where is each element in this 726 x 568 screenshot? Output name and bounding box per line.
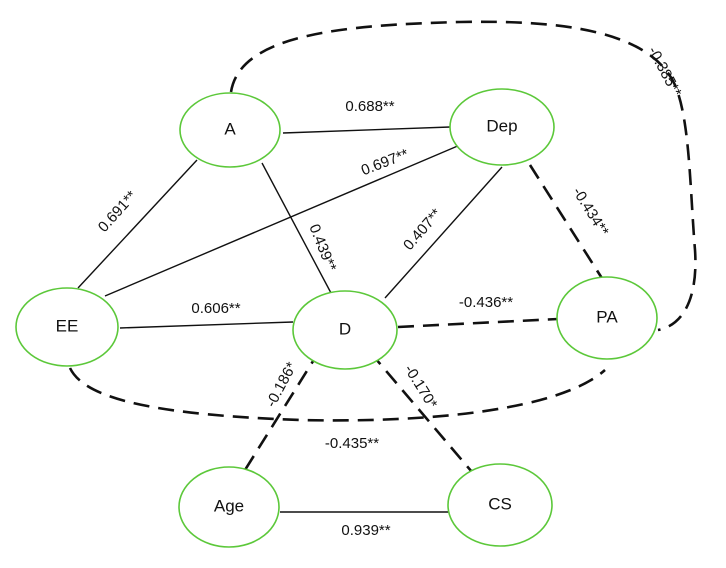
node-D: D	[292, 290, 398, 370]
edge-label-D-PA: -0.436**	[459, 294, 513, 311]
edge-label-D-CS: -0.170*	[400, 362, 440, 412]
edge-label-D-Dep: 0.407**	[400, 205, 445, 253]
node-label-D: D	[339, 319, 351, 338]
edge-D-CS	[369, 351, 473, 473]
edge-EE-PA	[68, 367, 606, 422]
edge-D-PA	[397, 317, 559, 329]
edge-label-A-PA: -0.385**	[644, 44, 685, 100]
node-A: A	[179, 92, 281, 168]
edge-label-EE-Dep: 0.697**	[359, 146, 411, 180]
node-label-A: A	[224, 119, 236, 138]
edge-EE-D	[119, 321, 294, 329]
node-label-Dep: Dep	[486, 116, 517, 135]
node-label-EE: EE	[56, 316, 79, 335]
edge-EE-A	[77, 159, 198, 289]
node-CS: CS	[447, 463, 553, 547]
node-EE: EE	[15, 287, 119, 367]
node-label-Age: Age	[214, 496, 244, 515]
edge-EE-Dep	[104, 144, 461, 297]
node-label-PA: PA	[596, 307, 618, 326]
edge-label-EE-D: 0.606**	[191, 300, 240, 317]
edge-label-A-D: 0.439**	[305, 222, 339, 274]
edge-label-A-Dep: 0.688**	[345, 98, 394, 115]
node-Dep: Dep	[449, 88, 555, 166]
edge-label-D-Age: -0.186*	[263, 359, 301, 410]
edge-label-Age-CS: 0.939**	[341, 522, 390, 539]
edge-D-Dep	[384, 166, 503, 299]
edge-A-D	[261, 162, 332, 294]
node-Age: Age	[178, 466, 280, 548]
node-PA: PA	[556, 276, 658, 360]
edge-label-EE-PA: -0.435**	[325, 435, 379, 452]
edge-label-Dep-PA: -0.434**	[569, 184, 612, 239]
node-label-CS: CS	[488, 494, 512, 513]
edge-A-Dep	[282, 126, 451, 134]
